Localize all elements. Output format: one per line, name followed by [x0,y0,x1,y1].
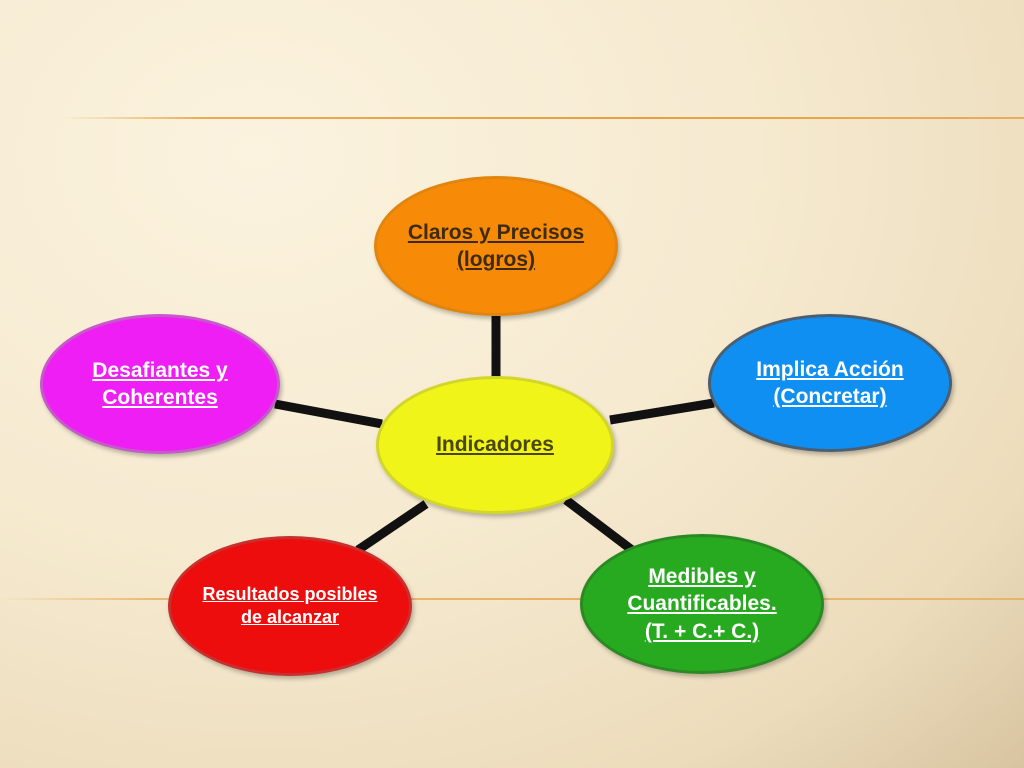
node-label: Resultados posibles de alcanzar [202,583,378,627]
node-resultados-posibles: Resultados posibles de alcanzar [168,536,412,676]
decorative-rule-bottom [0,598,1024,600]
node-implica-accion: Implica Acción (Concretar) [708,314,952,452]
center-label: Indicadores [436,433,554,457]
connector-bottom-left [355,500,429,554]
node-claros-precisos: Claros y Precisos (logros) [374,176,618,316]
node-label: Desafiantes y Coherentes [92,358,228,409]
node-indicadores-center: Indicadores [376,376,614,514]
node-medibles-cuantificables: Medibles y Cuantificables. (T. + C.+ C.) [580,534,824,674]
node-desafiantes-coherentes: Desafiantes y Coherentes [40,314,280,454]
node-label: Medibles y Cuantificables. (T. + C.+ C.) [627,565,777,643]
connector-left [274,399,383,429]
decorative-rule-top [60,117,1024,119]
connector-bottom-right [563,496,635,554]
node-label: Implica Acción (Concretar) [756,357,904,408]
node-label: Claros y Precisos (logros) [407,220,585,271]
connector-right [609,398,715,425]
